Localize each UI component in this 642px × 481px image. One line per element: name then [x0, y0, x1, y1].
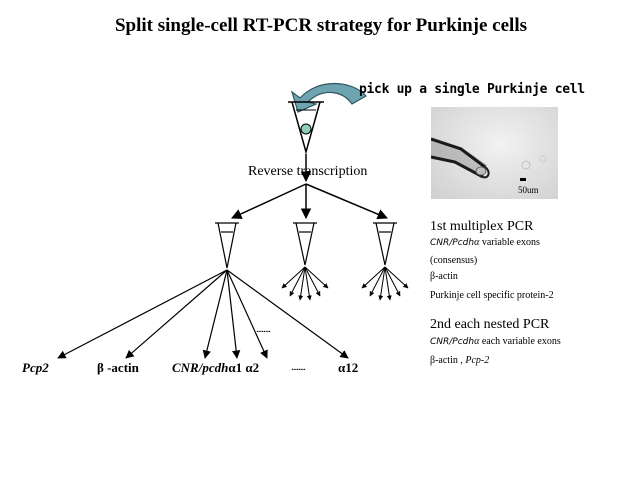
pickup-arrow — [290, 82, 367, 113]
first-pcr-line-genes: CNR/Pcdhα variable exons — [430, 238, 540, 248]
purkinje-cell-photo — [431, 107, 558, 199]
top-tube — [288, 101, 324, 155]
second-pcr-line-genes: CNR/Pcdhα each variable exons — [430, 337, 561, 347]
fan-middle — [281, 266, 329, 301]
product-alpha2: α2 — [245, 360, 260, 375]
product-bactin: β -actin — [97, 360, 139, 375]
ellipsis-lower: ........ — [291, 361, 306, 373]
first-pcr-line-bactin: β-actin — [430, 271, 458, 282]
page-title: Split single-cell RT-PCR strategy for Pu… — [114, 15, 527, 36]
cell-circle — [300, 123, 312, 135]
second-pcr-heading: 2nd each nested PCR — [430, 317, 550, 332]
split-arrow-left — [231, 183, 307, 219]
product-cnr-name: CNR/pcdh — [172, 360, 229, 375]
first-pcr-gene-symbol: α — [474, 237, 480, 248]
tube-left — [215, 222, 239, 269]
second-pcr-line-genes-rest: each variable exons — [479, 336, 561, 347]
ellipsis-upper: ........ — [256, 323, 271, 335]
first-pcr-line-pcp2: Purkinje cell specific protein-2 — [430, 290, 554, 301]
second-pcr-gene-symbol: α — [474, 336, 480, 347]
first-pcr-heading: 1st multiplex PCR — [430, 219, 534, 234]
fan-right — [361, 266, 409, 301]
first-pcr-line-genes-rest: variable exons — [479, 237, 540, 248]
product-alpha12: α12 — [338, 360, 359, 375]
reverse-transcription-label: Reverse transcription — [248, 164, 368, 179]
product-cnr-alpha: CNR/pcdhα1 α2 — [172, 361, 259, 374]
first-pcr-line-consensus: (consensus) — [430, 255, 478, 266]
first-pcr-gene-name: CNR/Pcdh — [430, 238, 475, 248]
pickup-label: pick up a single Purkinje cell — [359, 82, 585, 97]
tube-right — [373, 222, 397, 266]
second-pcr-line-bactin-pcp2: β-actin , Pcp-2 — [430, 356, 489, 366]
split-arrow-right — [305, 183, 388, 220]
product-alpha1: α1 — [228, 360, 243, 375]
scale-bar-label: 50um — [518, 185, 539, 195]
fan-left-products — [57, 269, 349, 359]
tube-middle — [293, 222, 317, 266]
second-pcr-pcp2: Pcp-2 — [465, 355, 490, 366]
second-pcr-bactin: β-actin , — [430, 355, 466, 366]
second-pcr-gene-name: CNR/Pcdh — [430, 337, 475, 347]
product-pcp2: Pcp2 — [22, 360, 49, 375]
